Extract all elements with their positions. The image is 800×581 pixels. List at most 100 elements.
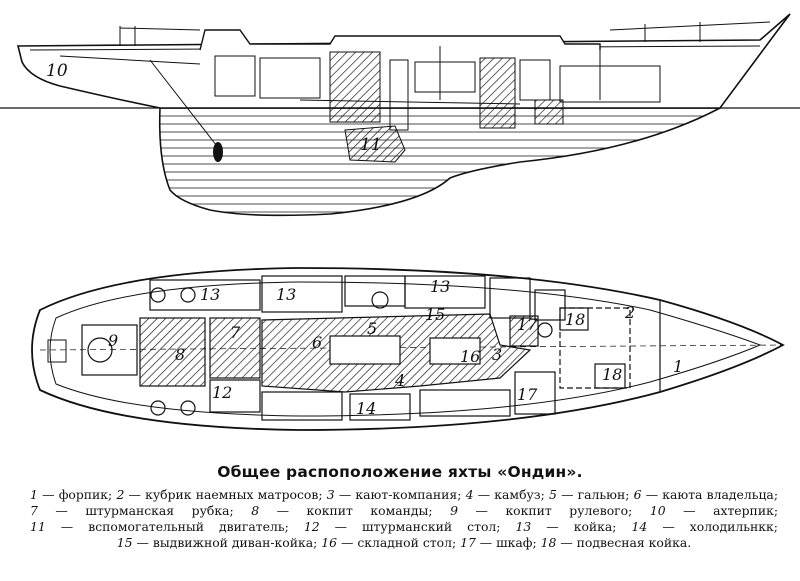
plan-label-9: 9 (108, 331, 118, 350)
profile-interior (59, 44, 661, 151)
legend-item: 16 — складной стол; (321, 535, 456, 550)
plan-label-4: 4 (394, 371, 405, 390)
legend-item: 15 — выдвижной диван-койка; (117, 535, 318, 550)
hatch-aft (47, 339, 67, 363)
legend-number: 15 (116, 535, 133, 550)
winches (150, 287, 553, 416)
legend-item: 11 — вспомогательный двигатель; (30, 519, 289, 534)
legend-item: 7 — штурманская рубка; (30, 503, 234, 518)
plan-label-2: 2 (624, 303, 635, 322)
legend-number: 4 (465, 487, 474, 502)
profile-label-11: 11 (360, 135, 382, 155)
legend-text: — кокпит команды; (259, 503, 433, 518)
plan-label-13a: 13 (200, 285, 220, 304)
legend-number: 8 (251, 503, 260, 518)
legend-text: — форпик; (37, 487, 113, 502)
legend-item: 18 — подвесная койка. (541, 535, 692, 550)
folding-table (429, 337, 481, 365)
legend-text: — каюта владельца; (641, 487, 778, 502)
hull-topside (16, 13, 791, 109)
plan-label-14: 14 (356, 399, 376, 418)
legend-text: — подвесная койка. (556, 535, 692, 550)
lockers-17 (509, 315, 539, 347)
plan-view: 1 2 3 4 5 6 7 8 9 12 13 13 13 14 15 16 1… (31, 267, 785, 431)
legend-number: 10 (649, 503, 666, 518)
legend-text: — складной стол; (337, 535, 457, 550)
plan-label-17b: 17 (517, 385, 538, 404)
legend-item: 5 — гальюн; (549, 487, 629, 502)
legend-text: — холодильнкк; (647, 519, 778, 534)
plan-label-1: 1 (673, 357, 683, 376)
legend-number: 12 (303, 519, 320, 534)
plan-label-3: 3 (492, 345, 502, 364)
plan-label-6: 6 (312, 333, 322, 352)
plan-inner-outline (49, 281, 762, 417)
legend-item: 8 — кокпит команды; (251, 503, 432, 518)
legend-item: 12 — штурманский стол; (304, 519, 501, 534)
legend-item: 1 — форпик; (30, 487, 112, 502)
berths-bottom (261, 371, 556, 421)
nav-room (209, 317, 261, 379)
crew-cockpit (139, 317, 206, 387)
legend-text: — штурманская рубка; (37, 503, 234, 518)
legend-number: 7 (30, 503, 38, 518)
pipe-berth-2 (594, 363, 626, 389)
legend-text: — камбуз; (473, 487, 545, 502)
profile-view: 10 11 (0, 13, 800, 217)
plan-label-17a: 17 (517, 315, 538, 334)
plan-label-15: 15 (425, 305, 445, 324)
profile-label-10: 10 (46, 61, 68, 81)
legend-item: 10 — ахтерпик; (650, 503, 778, 518)
legend-number: 3 (326, 487, 335, 502)
plan-label-5: 5 (367, 319, 377, 338)
legend: 1 — форпик; 2 — кубрик наемных матросов;… (30, 487, 778, 551)
legend-text: — кают-компания; (334, 487, 462, 502)
legend-item: 17 — шкаф; (460, 535, 537, 550)
plan-label-7: 7 (230, 323, 241, 342)
legend-text: — штурманский стол; (319, 519, 501, 534)
engine (344, 125, 406, 163)
stanchions (119, 21, 771, 46)
legend-item: 4 — камбуз; (466, 487, 545, 502)
nav-table (209, 379, 261, 413)
legend-text: — ахтерпик; (665, 503, 778, 518)
legend-text: — кубрик наемных матросов; (124, 487, 323, 502)
legend-item: 3 — кают-компания; (327, 487, 462, 502)
plan-label-18b: 18 (602, 365, 622, 384)
plan-label-13c: 13 (430, 277, 450, 296)
plan-label-18a: 18 (565, 310, 585, 329)
deckhouse (199, 29, 601, 51)
legend-item: 2 — кубрик наемных матросов; (116, 487, 322, 502)
legend-number: 1 (30, 487, 38, 502)
legend-text: — кокпит рулевого; (457, 503, 633, 518)
wheel (87, 337, 113, 363)
helm-cockpit (81, 324, 138, 376)
plan-label-13b: 13 (276, 285, 296, 304)
legend-text: — койка; (531, 519, 617, 534)
caption-title: Общее распоположение яхты «Ондин». (217, 463, 583, 481)
legend-number: 18 (540, 535, 557, 550)
legend-number: 13 (515, 519, 532, 534)
legend-number: 2 (116, 487, 125, 502)
plan-label-12: 12 (212, 383, 232, 402)
legend-text: — вспомогательный двигатель; (45, 519, 289, 534)
legend-item: 9 — кокпит рулевого; (450, 503, 632, 518)
legend-number: 11 (30, 519, 46, 534)
legend-number: 16 (321, 535, 338, 550)
legend-number: 5 (548, 487, 557, 502)
propeller (213, 142, 223, 162)
legend-item: 14 — холодильнкк; (632, 519, 778, 534)
saloon-table (329, 335, 401, 365)
legend-number: 9 (450, 503, 458, 518)
legend-text: — шкаф; (475, 535, 537, 550)
legend-number: 14 (631, 519, 648, 534)
caption: Общее распоположение яхты «Ондин». 1 — ф… (0, 463, 800, 551)
legend-item: 6 — каюта владельца; (634, 487, 778, 502)
plan-label-8: 8 (175, 345, 185, 364)
pipe-berth-1 (559, 307, 589, 331)
legend-number: 6 (633, 487, 642, 502)
plan-label-16: 16 (460, 347, 480, 366)
legend-text: — гальюн; (556, 487, 630, 502)
keel-hull (158, 107, 721, 217)
